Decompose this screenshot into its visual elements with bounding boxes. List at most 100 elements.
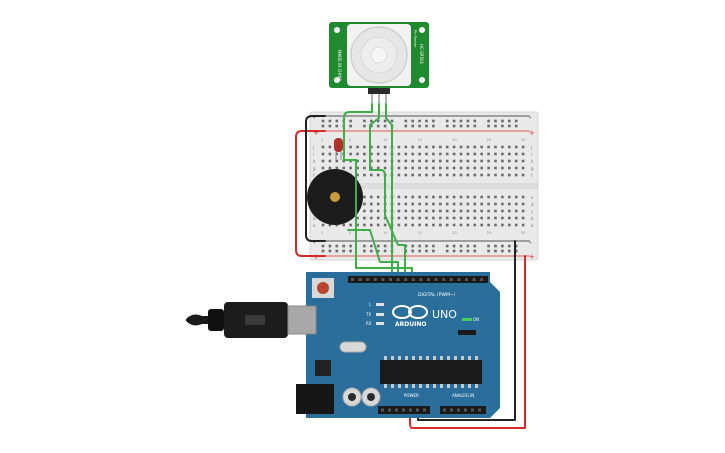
breadboard-hole[interactable] [425,216,428,220]
rail-hole[interactable] [363,249,366,253]
breadboard-hole[interactable] [321,223,325,227]
rail-hole[interactable] [508,244,511,248]
breadboard-hole[interactable] [487,223,490,227]
breadboard-hole[interactable] [376,173,380,177]
power-pin-hole[interactable] [423,408,426,412]
breadboard-hole[interactable] [370,145,373,149]
breadboard-hole[interactable] [452,152,456,156]
digital-pin-hole[interactable] [427,278,430,281]
breadboard-hole[interactable] [342,223,345,227]
breadboard-hole[interactable] [473,209,477,213]
rail-hole[interactable] [432,249,435,253]
rail-hole[interactable] [514,124,518,128]
power-jack[interactable] [296,384,334,414]
breadboard-hole[interactable] [445,166,449,170]
breadboard-hole[interactable] [383,223,387,227]
breadboard-hole[interactable] [439,209,442,213]
breadboard-hole[interactable] [466,209,470,213]
rail-hole[interactable] [445,124,449,128]
breadboard-hole[interactable] [494,145,497,149]
rail-hole[interactable] [432,244,435,248]
breadboard-hole[interactable] [397,223,401,227]
breadboard-hole[interactable] [363,159,366,163]
breadboard-hole[interactable] [328,166,332,170]
breadboard-hole[interactable] [383,216,387,220]
rail-hole[interactable] [404,119,408,123]
breadboard-hole[interactable] [411,145,414,149]
breadboard-hole[interactable] [335,223,339,227]
breadboard-hole[interactable] [487,195,490,199]
breadboard-hole[interactable] [418,159,421,163]
digital-pin-hole[interactable] [480,278,484,281]
rail-hole[interactable] [349,249,352,253]
breadboard-hole[interactable] [480,216,483,220]
breadboard-hole[interactable] [473,152,477,156]
breadboard-hole[interactable] [370,159,373,163]
breadboard-hole[interactable] [514,195,518,199]
breadboard-hole[interactable] [473,216,477,220]
breadboard-hole[interactable] [514,202,518,206]
breadboard-hole[interactable] [459,195,463,199]
digital-pin-hole[interactable] [465,278,468,281]
breadboard-hole[interactable] [370,216,373,220]
digital-pin-hole[interactable] [457,278,461,281]
breadboard-hole[interactable] [480,145,483,149]
breadboard-hole[interactable] [376,166,380,170]
rail-hole[interactable] [445,244,449,248]
breadboard-hole[interactable] [363,223,366,227]
breadboard-hole[interactable] [363,195,366,199]
breadboard-hole[interactable] [363,202,366,206]
breadboard-hole[interactable] [432,173,435,177]
breadboard-hole[interactable] [501,195,504,199]
breadboard-hole[interactable] [370,152,373,156]
breadboard-hole[interactable] [487,173,490,177]
breadboard-hole[interactable] [397,145,401,149]
rail-hole[interactable] [494,249,497,253]
rail-hole[interactable] [418,249,421,253]
rail-hole[interactable] [418,119,421,123]
breadboard-hole[interactable] [480,202,483,206]
breadboard-hole[interactable] [363,166,366,170]
rail-hole[interactable] [321,119,325,123]
breadboard-hole[interactable] [487,159,490,163]
breadboard-hole[interactable] [514,209,518,213]
breadboard-hole[interactable] [418,173,421,177]
breadboard-hole[interactable] [521,145,525,149]
breadboard-hole[interactable] [404,216,408,220]
rail-hole[interactable] [473,124,477,128]
breadboard-hole[interactable] [439,216,442,220]
red-led[interactable] [334,138,343,160]
breadboard-hole[interactable] [480,152,483,156]
rail-hole[interactable] [418,124,421,128]
rail-hole[interactable] [383,119,387,123]
rail-hole[interactable] [508,119,511,123]
digital-pin-hole[interactable] [404,278,408,281]
breadboard-hole[interactable] [363,152,366,156]
breadboard-hole[interactable] [321,152,325,156]
rail-hole[interactable] [432,124,435,128]
rail-hole[interactable] [432,119,435,123]
breadboard-hole[interactable] [452,166,456,170]
analog-pin-hole[interactable] [464,408,467,412]
breadboard-hole[interactable] [439,173,442,177]
rail-hole[interactable] [376,119,380,123]
rail-hole[interactable] [466,244,470,248]
breadboard-hole[interactable] [411,195,414,199]
rail-hole[interactable] [473,244,477,248]
breadboard-hole[interactable] [432,195,435,199]
breadboard-hole[interactable] [508,159,511,163]
breadboard-hole[interactable] [480,166,483,170]
breadboard-hole[interactable] [376,159,380,163]
usb-b-port[interactable] [287,305,317,335]
pir-sensor[interactable]: MADE IN CHINA HC-SR501 Pir Sensor [329,22,429,104]
breadboard-hole[interactable] [404,209,408,213]
breadboard-hole[interactable] [425,195,428,199]
breadboard-hole[interactable] [452,159,456,163]
breadboard-hole[interactable] [432,216,435,220]
breadboard-hole[interactable] [356,152,359,156]
breadboard-hole[interactable] [370,166,373,170]
breadboard-hole[interactable] [370,195,373,199]
breadboard-hole[interactable] [494,202,497,206]
digital-pin-hole[interactable] [396,278,400,281]
breadboard-hole[interactable] [370,173,373,177]
